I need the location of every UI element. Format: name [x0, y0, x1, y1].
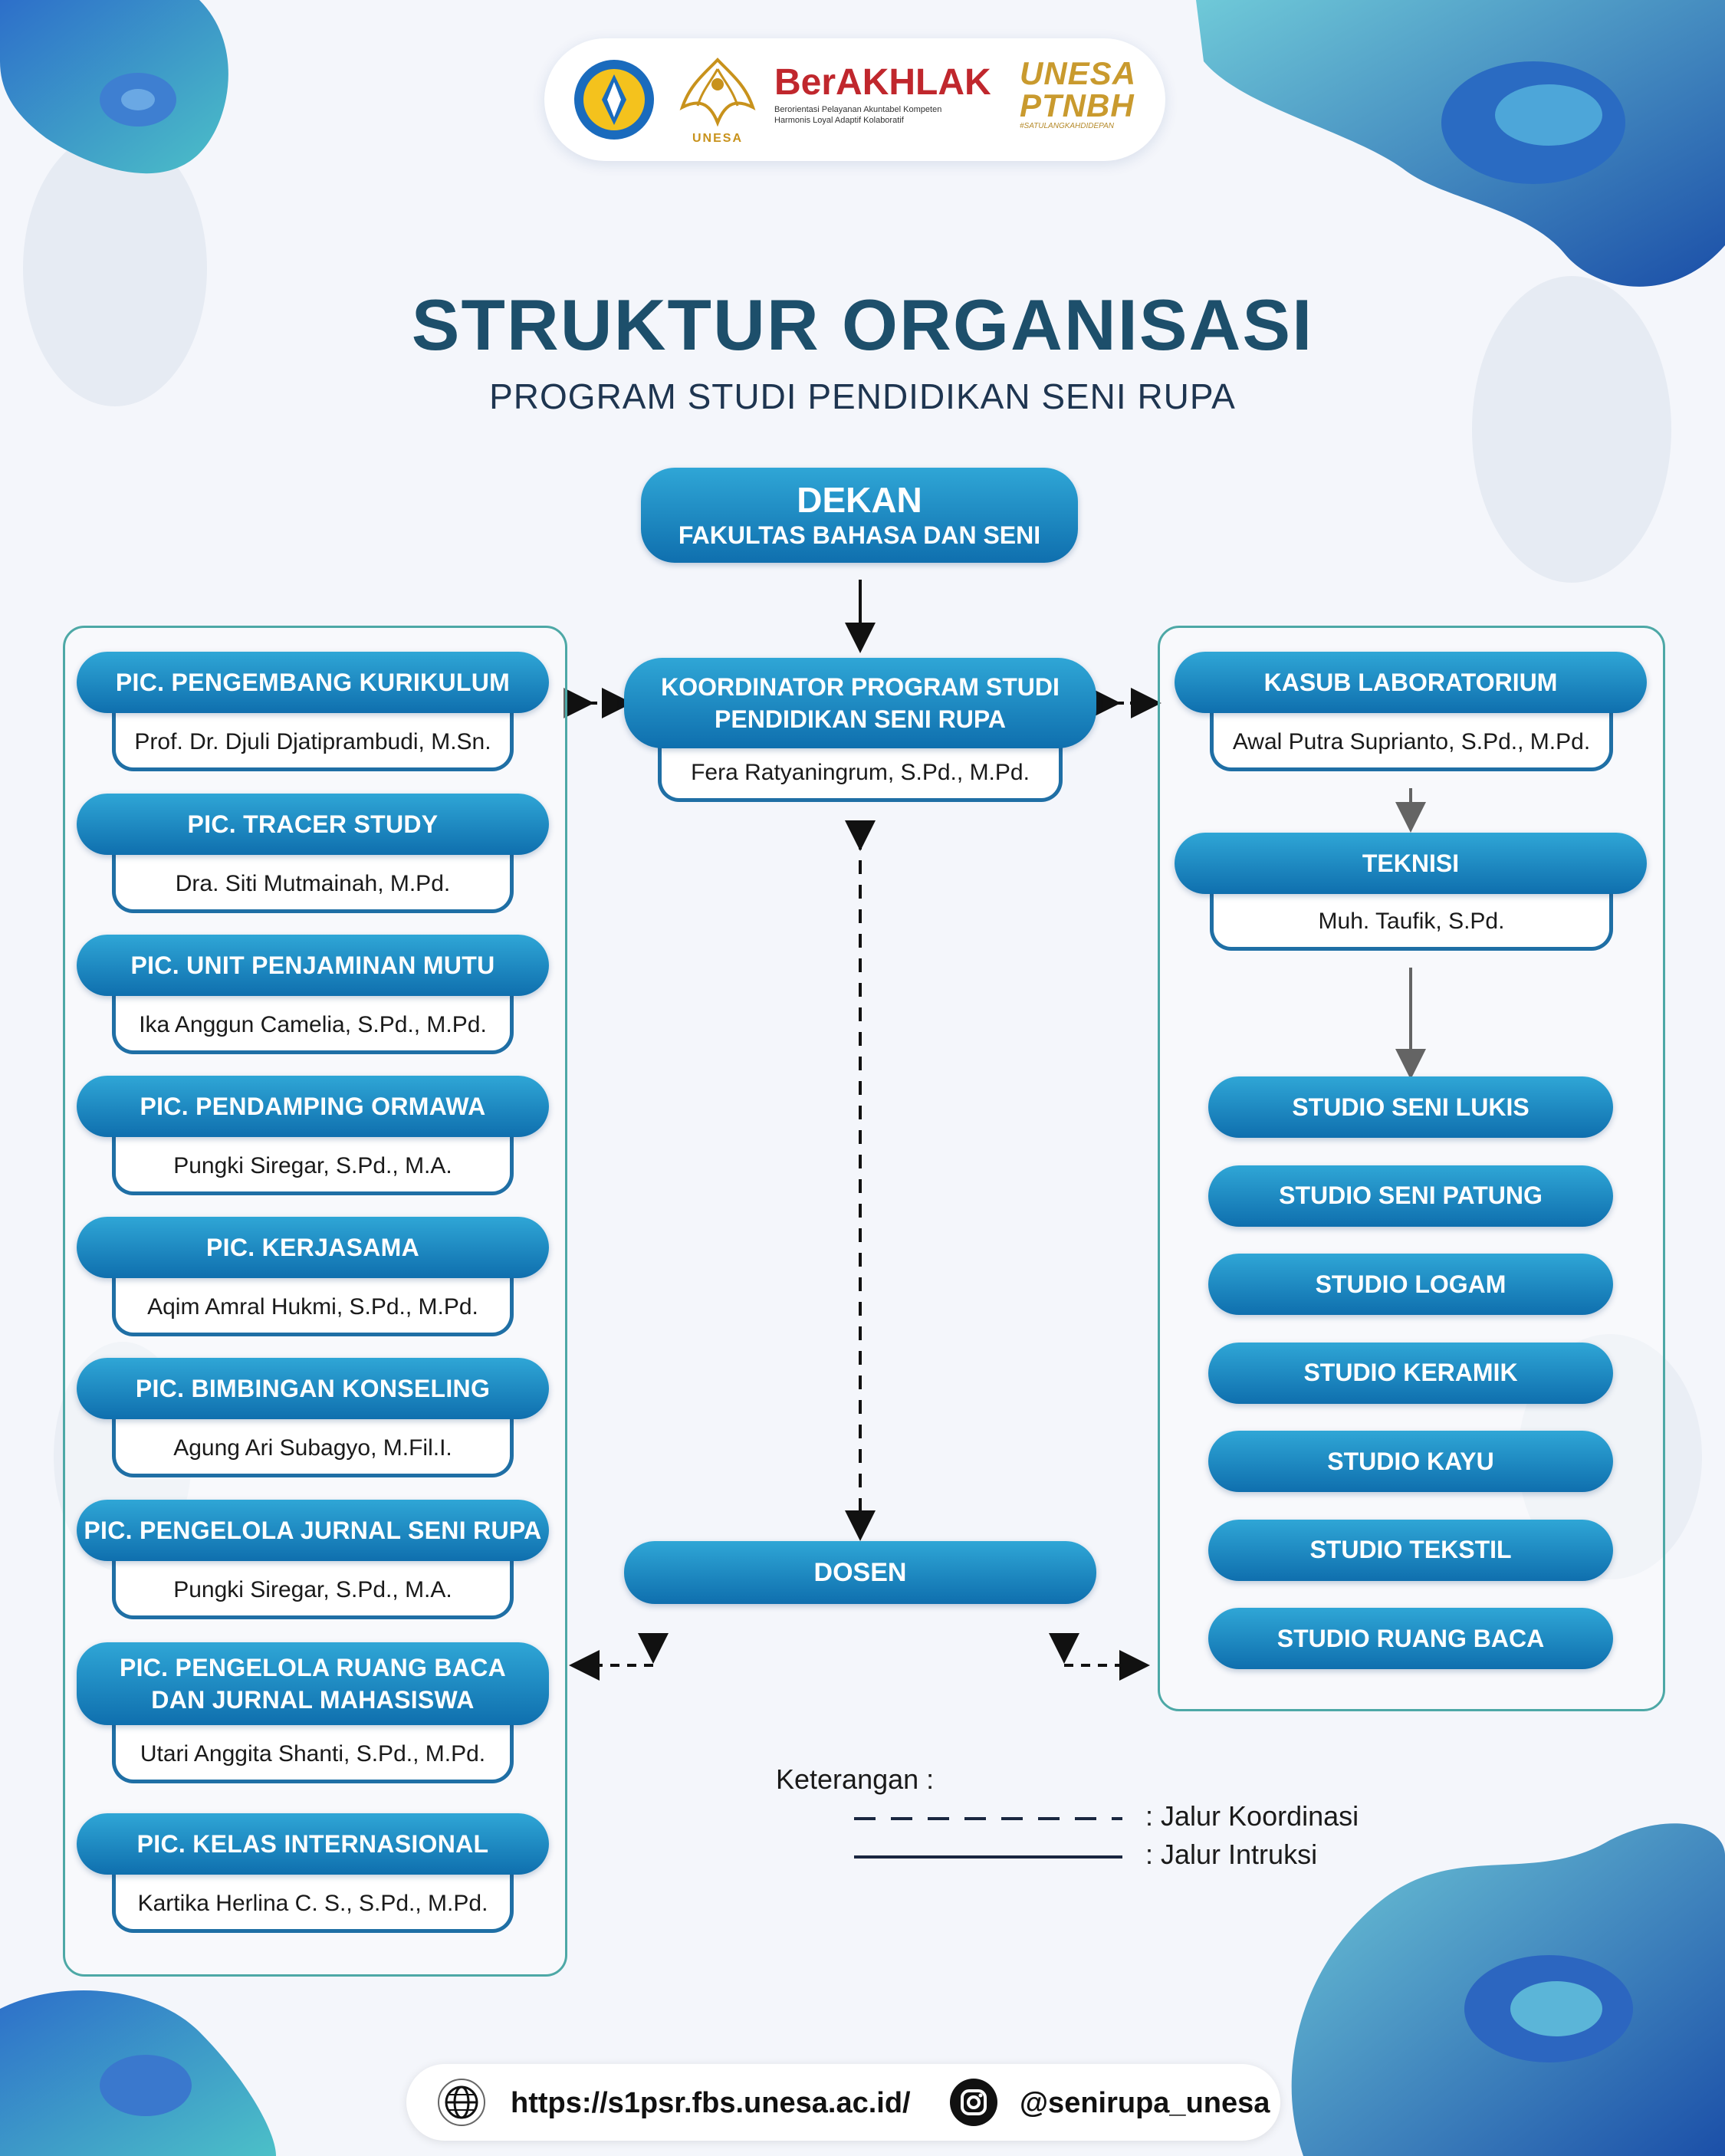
studio-item: STUDIO KERAMIK: [1208, 1342, 1613, 1404]
globe-icon: [438, 2079, 485, 2126]
pic-name: Prof. Dr. Djuli Djatiprambudi, M.Sn.: [134, 728, 491, 754]
pic-role-box: PIC. KERJASAMA: [77, 1217, 549, 1278]
page-title: STRUKTUR ORGANISASI: [411, 284, 1314, 365]
dosen-left-dashed-arrow: [569, 1633, 669, 1681]
pic-name: Kartika Herlina C. S., S.Pd., M.Pd.: [137, 1890, 488, 1916]
koordinator-title-line2: PENDIDIKAN SENI RUPA: [715, 705, 1006, 733]
instagram-icon: [950, 2079, 997, 2126]
pic-name: Aqim Amral Hukmi, S.Pd., M.Pd.: [147, 1293, 478, 1320]
pic-name: Dra. Siti Mutmainah, M.Pd.: [175, 870, 451, 896]
studio-item: STUDIO SENI LUKIS: [1208, 1076, 1613, 1138]
studio-item: STUDIO LOGAM: [1208, 1254, 1613, 1315]
instagram-handle[interactable]: @senirupa_unesa: [1020, 2087, 1270, 2119]
logo-bar: UNESA BerAKHLAK Berorientasi Pelayanan A…: [544, 38, 1165, 161]
pic-role-role-line1: PIC. PENGELOLA RUANG BACA: [119, 1654, 507, 1681]
footer-bar: https://s1psr.fbs.unesa.ac.id/ @senirupa…: [406, 2064, 1280, 2141]
dekan-title: DEKAN: [797, 480, 922, 520]
pic-name: Agung Ari Subagyo, M.Fil.I.: [173, 1435, 452, 1461]
teknisi-box: TEKNISI: [1175, 833, 1647, 894]
studio-item: STUDIO KAYU: [1208, 1431, 1613, 1492]
dekan-subtitle: FAKULTAS BAHASA DAN SENI: [678, 521, 1041, 549]
studio-item: STUDIO TEKSTIL: [1208, 1519, 1613, 1581]
pic-role: PIC. KELAS INTERNASIONAL: [136, 1830, 489, 1858]
unesa-logo: UNESA: [675, 54, 761, 146]
pic-role: PIC. UNIT PENJAMINAN MUTU: [130, 951, 495, 979]
pic-role-box: PIC. UNIT PENJAMINAN MUTU: [77, 935, 549, 996]
koordinator-name: Fera Ratyaningrum, S.Pd., M.Pd.: [691, 759, 1030, 785]
ptnbh-tagline: #SATULANGKAHDIDEPAN: [1020, 122, 1114, 130]
pic-name: Pungki Siregar, S.Pd., M.A.: [173, 1576, 452, 1602]
koordinator-box: KOORDINATOR PROGRAM STUDI PENDIDIKAN SEN…: [624, 658, 1096, 748]
ptnbh-line1: UNESA: [1020, 55, 1137, 91]
koordinator-title-line1: KOORDINATOR PROGRAM STUDI: [661, 673, 1060, 701]
pic-role-box: PIC. PENDAMPING ORMAWA: [77, 1076, 549, 1137]
unesa-emblem-icon: [679, 58, 756, 127]
berakhlak-line2: Harmonis Loyal Adaptif Kolaboratif: [774, 116, 904, 125]
pic-role-role-line2: DAN JURNAL MAHASISWA: [151, 1686, 475, 1714]
dekan-box: DEKAN FAKULTAS BAHASA DAN SENI: [641, 468, 1078, 563]
kasub-name: Awal Putra Suprianto, S.Pd., M.Pd.: [1232, 728, 1591, 754]
dosen-right-dashed-arrow: [1049, 1633, 1150, 1681]
dosen-box: DOSEN: [624, 1541, 1096, 1604]
berakhlak-title: BerAKHLAK: [774, 62, 991, 103]
website-link[interactable]: https://s1psr.fbs.unesa.ac.id/: [511, 2087, 911, 2119]
teknisi-name: Muh. Taufik, S.Pd.: [1318, 908, 1505, 934]
legend-instruksi: : Jalur Intruksi: [1145, 1839, 1318, 1870]
pic-role-box: PIC. TRACER STUDY: [77, 794, 549, 855]
page-subtitle: PROGRAM STUDI PENDIDIKAN SENI RUPA: [489, 376, 1236, 416]
pic-role: PIC. BIMBINGAN KONSELING: [135, 1375, 491, 1402]
pic-name: Pungki Siregar, S.Pd., M.A.: [173, 1152, 452, 1178]
pic-role-box: PIC. BIMBINGAN KONSELING: [77, 1358, 549, 1419]
pic-role: PIC. PENGELOLA JURNAL SENI RUPA: [84, 1517, 542, 1544]
unesa-ptnbh-logo: UNESA PTNBH #SATULANGKAHDIDEPAN: [1020, 58, 1150, 142]
pic-role-box: PIC. PENGELOLA RUANG BACA DAN JURNAL MAHA…: [77, 1642, 549, 1725]
pic-role-box: PIC. KELAS INTERNASIONAL: [77, 1813, 549, 1875]
pic-role: PIC. TRACER STUDY: [187, 810, 439, 838]
pic-role-box: PIC. PENGEMBANG KURIKULUM: [77, 652, 549, 713]
kemdikbud-logo: [574, 60, 654, 140]
studio-item: STUDIO RUANG BACA: [1208, 1608, 1613, 1669]
pic-role: PIC. KERJASAMA: [205, 1234, 419, 1261]
ptnbh-line2: PTNBH: [1020, 87, 1135, 123]
pic-name: Ika Anggun Camelia, S.Pd., M.Pd.: [139, 1011, 487, 1037]
pic-role: PIC. PENDAMPING ORMAWA: [140, 1093, 486, 1120]
pic-role: PIC. PENGEMBANG KURIKULUM: [115, 669, 511, 696]
studio-item: STUDIO SENI PATUNG: [1208, 1165, 1613, 1227]
pic-name: Utari Anggita Shanti, S.Pd., M.Pd.: [140, 1740, 486, 1767]
kasub-box: KASUB LABORATORIUM: [1175, 652, 1647, 713]
berakhlak-logo: BerAKHLAK Berorientasi Pelayanan Akuntab…: [774, 61, 1004, 138]
legend-koordinasi: : Jalur Koordinasi: [1145, 1800, 1359, 1832]
legend-title: Keterangan :: [776, 1763, 935, 1795]
pic-role-box: PIC. PENGELOLA JURNAL SENI RUPA: [77, 1500, 549, 1561]
berakhlak-line1: Berorientasi Pelayanan Akuntabel Kompete…: [774, 105, 942, 114]
unesa-logo-text: UNESA: [692, 132, 743, 145]
